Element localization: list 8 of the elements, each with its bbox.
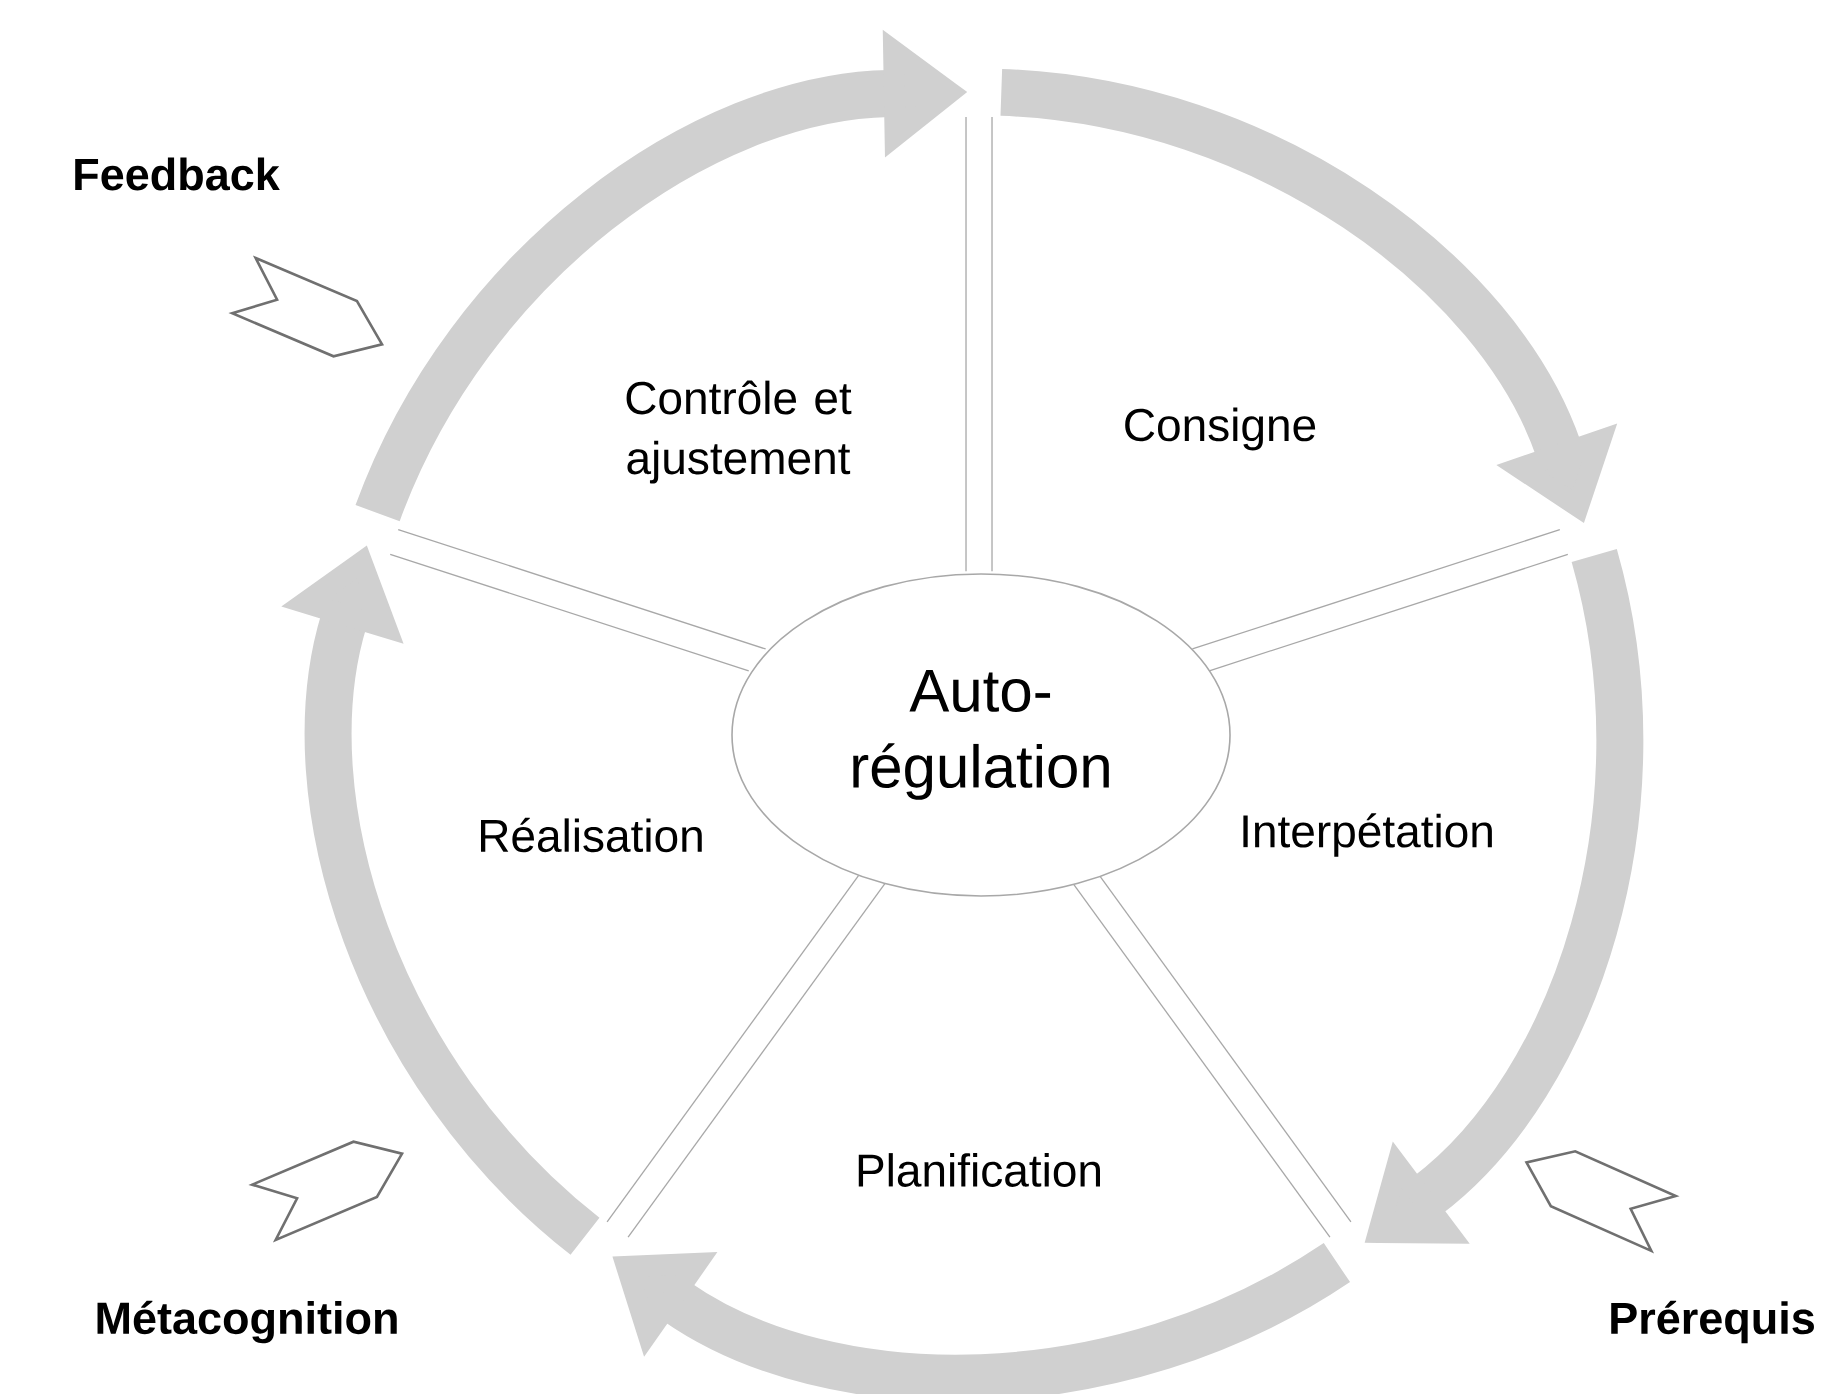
step-label: Consigne: [1125, 407, 1316, 451]
step-label: Interpétation: [1243, 813, 1492, 857]
step-label: Contrôle et ajustement: [626, 380, 852, 484]
label: Prérequis: [1611, 1300, 1814, 1344]
label: Feedback: [75, 157, 280, 191]
step-label: Réalisation: [481, 817, 702, 853]
step-label: Planification: [858, 1153, 1100, 1187]
label: Métacognition: [97, 1300, 397, 1344]
